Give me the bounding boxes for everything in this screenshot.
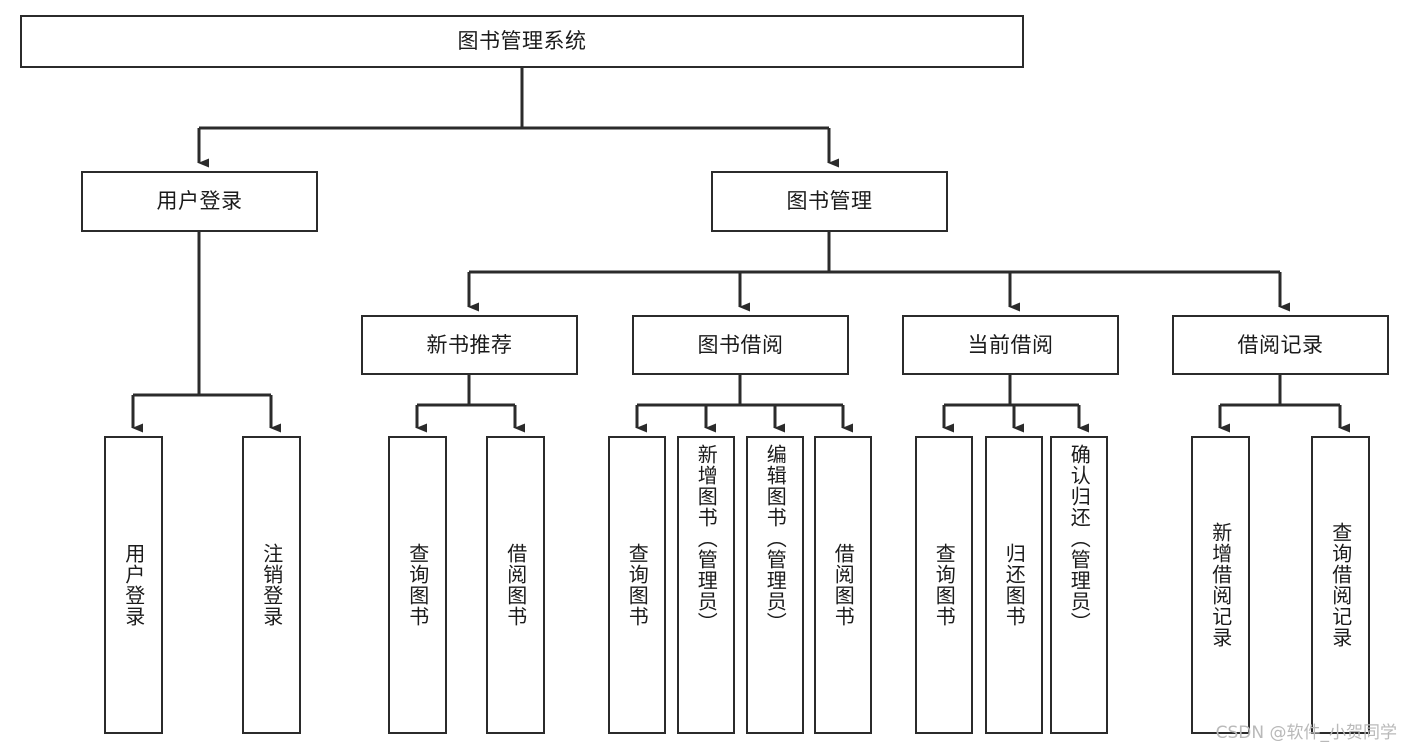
node-current-borrow[interactable]: 当前借阅 xyxy=(902,315,1119,375)
node-leaf-add-book-admin[interactable]: 新增图书（管理员） xyxy=(677,436,735,734)
current-borrow-leaf-connectors xyxy=(942,375,1089,433)
node-user-login[interactable]: 用户登录 xyxy=(81,171,318,232)
node-leaf-query-book-borrow[interactable]: 查询图书 xyxy=(608,436,666,734)
node-leaf-return-book-label: 归还图书 xyxy=(1002,543,1027,627)
node-user-login-label: 用户登录 xyxy=(156,189,243,214)
node-leaf-query-book-current[interactable]: 查询图书 xyxy=(915,436,973,734)
book-manage-connectors xyxy=(467,232,1290,312)
node-leaf-logout[interactable]: 注销登录 xyxy=(242,436,301,734)
node-leaf-borrow-book-borrow-label: 借阅图书 xyxy=(831,543,856,627)
node-current-borrow-label: 当前借阅 xyxy=(967,332,1054,357)
node-new-book-recommend[interactable]: 新书推荐 xyxy=(361,315,578,375)
new-book-recommend-leaf-connectors xyxy=(415,375,525,433)
node-book-manage-label: 图书管理 xyxy=(786,189,873,214)
node-leaf-borrow-book-new[interactable]: 借阅图书 xyxy=(486,436,545,734)
node-leaf-borrow-book-borrow[interactable]: 借阅图书 xyxy=(814,436,872,734)
node-leaf-query-record[interactable]: 查询借阅记录 xyxy=(1311,436,1370,734)
node-leaf-query-book-current-label: 查询图书 xyxy=(932,543,957,627)
node-leaf-query-book-borrow-label: 查询图书 xyxy=(625,543,650,627)
book-borrow-leaf-connectors xyxy=(635,375,853,433)
root-connectors xyxy=(197,68,839,168)
node-leaf-add-record-label: 新增借阅记录 xyxy=(1208,522,1233,648)
node-leaf-query-record-label: 查询借阅记录 xyxy=(1328,522,1353,648)
node-new-book-recommend-label: 新书推荐 xyxy=(426,332,513,357)
node-leaf-query-book-new[interactable]: 查询图书 xyxy=(388,436,447,734)
node-leaf-logout-label: 注销登录 xyxy=(259,543,284,627)
borrow-record-leaf-connectors xyxy=(1218,375,1350,433)
node-root-label: 图书管理系统 xyxy=(457,29,587,54)
node-root[interactable]: 图书管理系统 xyxy=(20,15,1024,68)
node-leaf-confirm-return-admin[interactable]: 确认归还（管理员） xyxy=(1050,436,1108,734)
node-leaf-confirm-return-admin-label: 确认归还（管理员） xyxy=(1067,444,1092,633)
node-book-borrow-label: 图书借阅 xyxy=(697,332,784,357)
node-book-manage[interactable]: 图书管理 xyxy=(711,171,948,232)
node-leaf-user-login[interactable]: 用户登录 xyxy=(104,436,163,734)
node-leaf-user-login-label: 用户登录 xyxy=(121,543,146,627)
node-leaf-return-book[interactable]: 归还图书 xyxy=(985,436,1043,734)
node-leaf-add-record[interactable]: 新增借阅记录 xyxy=(1191,436,1250,734)
node-book-borrow[interactable]: 图书借阅 xyxy=(632,315,849,375)
node-leaf-query-book-new-label: 查询图书 xyxy=(405,543,430,627)
node-borrow-record-label: 借阅记录 xyxy=(1237,332,1324,357)
node-borrow-record[interactable]: 借阅记录 xyxy=(1172,315,1389,375)
node-leaf-borrow-book-new-label: 借阅图书 xyxy=(503,543,528,627)
node-leaf-add-book-admin-label: 新增图书（管理员） xyxy=(694,444,719,633)
node-leaf-edit-book-admin-label: 编辑图书（管理员） xyxy=(763,444,788,633)
watermark: CSDN @软件_小贺同学 xyxy=(1215,723,1397,743)
node-leaf-edit-book-admin[interactable]: 编辑图书（管理员） xyxy=(746,436,804,734)
user-login-leaf-connectors xyxy=(131,232,281,433)
